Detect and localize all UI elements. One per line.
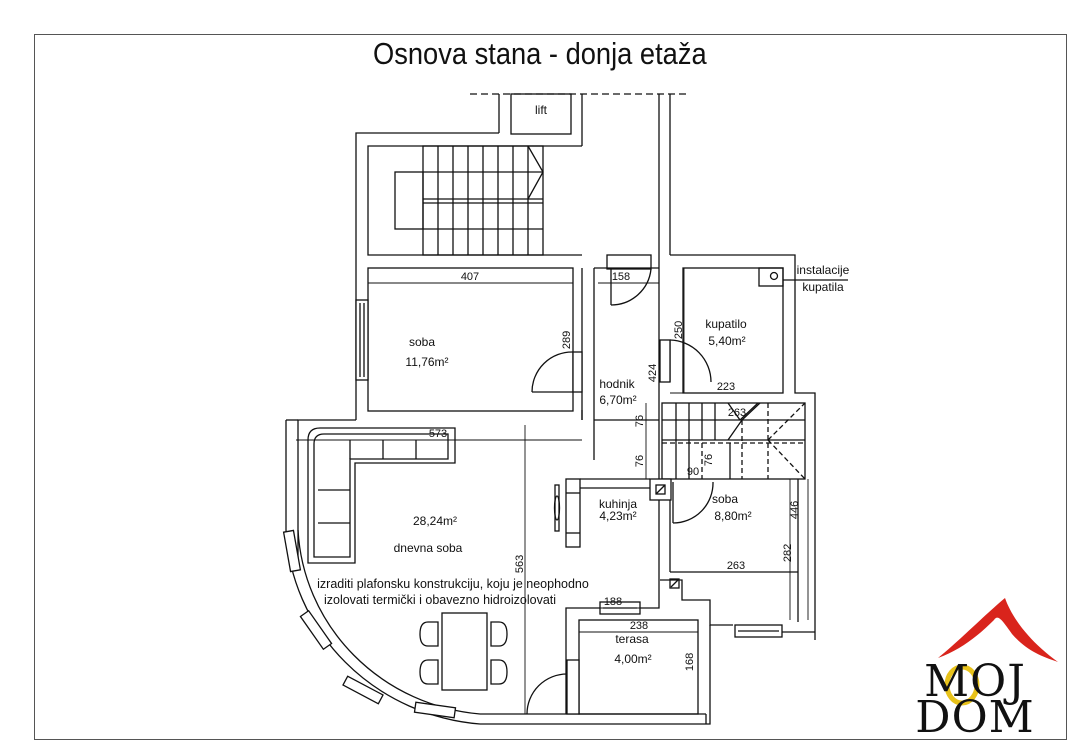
label-hodnik: hodnik <box>599 377 635 391</box>
label-terasa: terasa <box>615 632 649 646</box>
dim-76-a: 76 <box>634 415 646 427</box>
lift-shaft <box>510 93 572 135</box>
dim-250: 250 <box>673 321 685 339</box>
label-soba-1: soba <box>409 335 435 349</box>
dim-424: 424 <box>647 364 659 382</box>
dim-563: 563 <box>514 555 526 573</box>
area-kuhinja: 4,23m² <box>599 509 636 523</box>
ring-icon <box>944 664 980 706</box>
area-terasa: 4,00m² <box>614 652 651 666</box>
label-soba-2: soba <box>712 492 738 506</box>
roof-icon <box>938 598 1058 706</box>
area-kupatilo: 5,40m² <box>708 334 745 348</box>
sofa <box>307 427 456 564</box>
note-instalacije: instalacije <box>797 263 850 277</box>
label-kuhinja: kuhinja <box>599 497 637 511</box>
logo-text-dom: DOM <box>915 692 1035 743</box>
staircase-main <box>394 145 544 256</box>
ceiling-note-line-2: izolovati termički i obavezno hidroizolo… <box>324 593 556 607</box>
dim-282: 282 <box>782 544 794 562</box>
dim-158: 158 <box>612 271 630 283</box>
dim-446: 446 <box>789 501 801 519</box>
dining-table <box>419 612 508 691</box>
dim-223: 223 <box>717 381 735 393</box>
dim-90: 90 <box>687 466 699 478</box>
area-dnevna-soba: 28,24m² <box>413 514 457 528</box>
dim-188: 188 <box>604 596 622 608</box>
ceiling-note-line-1: izraditi plafonsku konstrukciju, koju je… <box>317 577 589 591</box>
note-kupatila: kupatila <box>802 280 844 294</box>
area-soba-1: 11,76m² <box>405 355 448 369</box>
dim-238: 238 <box>630 620 648 632</box>
dim-407: 407 <box>461 271 479 283</box>
label-lift: lift <box>535 103 548 117</box>
moj-dom-logo: MOJ DOM <box>890 590 1060 740</box>
dim-76-b: 76 <box>634 455 646 467</box>
dim-263-top: 263 <box>728 407 746 419</box>
dim-289: 289 <box>561 331 573 349</box>
area-hodnik: 6,70m² <box>599 393 636 407</box>
area-soba-2: 8,80m² <box>714 509 751 523</box>
plan-title: Osnova stana - donja etaža <box>373 36 707 71</box>
dim-168: 168 <box>684 653 696 671</box>
dim-76-c: 76 <box>703 454 715 466</box>
room-soba-1 <box>367 267 574 412</box>
dim-263-bottom: 263 <box>727 560 745 572</box>
label-dnevna-soba: dnevna soba <box>394 541 463 555</box>
drawing-frame <box>34 34 1067 740</box>
label-kupatilo: kupatilo <box>705 317 747 331</box>
staircase-secondary <box>661 402 806 480</box>
logo-text-moj: MOJ <box>924 656 1026 707</box>
dim-573: 573 <box>429 428 447 440</box>
